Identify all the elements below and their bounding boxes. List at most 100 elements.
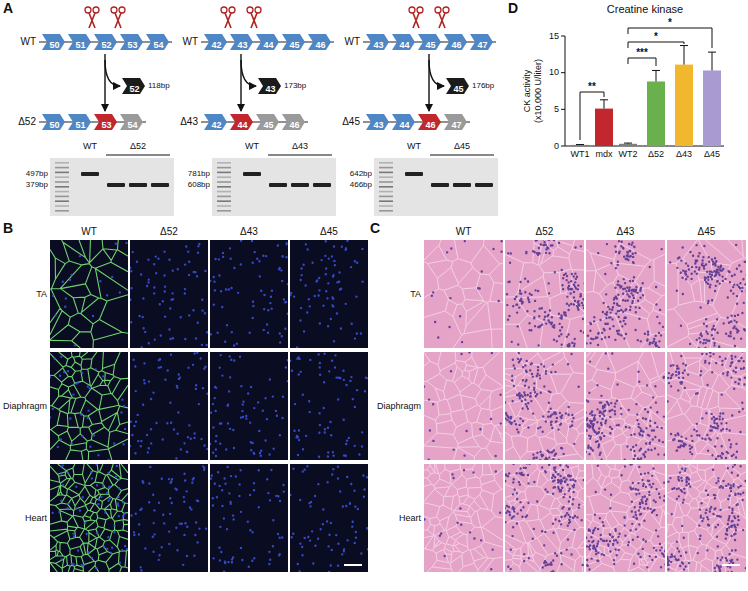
row-label: Δ43 — [180, 116, 198, 128]
immunostain-image — [130, 464, 208, 572]
exon-box: 42 — [204, 34, 227, 50]
histology-image — [424, 464, 503, 572]
lane-label: Δ43 — [292, 141, 308, 151]
row-label: Diaphragm — [377, 401, 421, 411]
immunostain-image — [210, 240, 288, 348]
fragment-size: 118bp — [148, 81, 170, 90]
exon-number: 47 — [444, 117, 467, 133]
exon-box: 46 — [282, 114, 305, 130]
scale-bar — [344, 564, 362, 566]
exon-box: 53 — [120, 34, 143, 50]
histology-image — [505, 352, 584, 460]
panel-letter: C — [370, 220, 380, 236]
exon-number: 46 — [444, 37, 467, 53]
row-label: WT — [344, 36, 360, 48]
scissors-icon — [221, 7, 235, 28]
exon-number: 52 — [122, 81, 145, 97]
category-label: Δ43 — [676, 149, 692, 159]
exon-number: 43 — [230, 37, 253, 53]
excision-arrow — [429, 60, 444, 86]
scale-bar — [722, 564, 740, 566]
tick-label: 15 — [549, 31, 559, 41]
significance-bracket — [628, 28, 712, 48]
exon-number: 50 — [42, 37, 65, 53]
exon-number: 43 — [258, 81, 281, 97]
histology-image — [505, 464, 584, 572]
exon-box: 46 — [444, 34, 467, 50]
exon-number: 45 — [282, 37, 305, 53]
gel-image — [212, 155, 336, 216]
exon-number: 44 — [392, 117, 415, 133]
tick-label: 0 — [554, 141, 559, 151]
row-label: TA — [36, 289, 47, 299]
scissors-icon — [111, 7, 125, 28]
immunostain-image — [50, 464, 128, 572]
fragment-size: 176bp — [472, 81, 494, 90]
bar-chart — [561, 28, 724, 146]
histology-image — [667, 352, 746, 460]
fragment-size: 173bp — [284, 81, 306, 90]
band-size: 497bp — [26, 169, 48, 178]
histology-image — [586, 464, 665, 572]
exon-box: 44 — [392, 34, 415, 50]
band-size: 608bp — [188, 180, 210, 189]
exon-number: 45 — [256, 117, 279, 133]
panel-letter: B — [3, 220, 13, 236]
row-label: Heart — [25, 513, 47, 523]
row-label: Δ52 — [18, 116, 36, 128]
tick-label: 5 — [554, 104, 559, 114]
exon-box: 43 — [230, 34, 253, 50]
tick-label: 10 — [549, 67, 559, 77]
category-label: Δ45 — [704, 149, 720, 159]
category-label: WT2 — [619, 149, 638, 159]
exon-box: 45 — [282, 34, 305, 50]
exon-box: 52 — [122, 78, 145, 94]
lane-label: WT — [83, 141, 97, 151]
band-size: 781bp — [188, 169, 210, 178]
exon-number: 46 — [308, 37, 331, 53]
exon-box: 44 — [230, 114, 253, 130]
exon-number: 45 — [418, 37, 441, 53]
histology-image — [586, 352, 665, 460]
exon-number: 42 — [204, 117, 227, 133]
immunostain-image — [290, 240, 368, 348]
exon-box: 52 — [94, 34, 117, 50]
exon-box: 47 — [470, 34, 493, 50]
exon-number: 44 — [230, 117, 253, 133]
row-label: Diaphragm — [3, 401, 47, 411]
column-header: Δ43 — [240, 226, 258, 238]
scissors-icon — [247, 7, 261, 28]
category-label: WT1 — [571, 149, 590, 159]
exon-box: 46 — [308, 34, 331, 50]
scissors-icon — [85, 7, 99, 28]
immunostain-image — [50, 352, 128, 460]
gel-image — [374, 155, 498, 216]
chart-title: Creatine kinase — [607, 3, 683, 16]
exon-number: 46 — [418, 117, 441, 133]
exon-box: 54 — [120, 114, 143, 130]
exon-box: 54 — [146, 34, 169, 50]
histology-image — [667, 464, 746, 572]
exon-number: 54 — [146, 37, 169, 53]
exon-box: 44 — [392, 114, 415, 130]
lane-label: WT — [245, 141, 259, 151]
exon-box: 44 — [256, 34, 279, 50]
gene-schematic — [363, 7, 496, 122]
column-header: Δ45 — [320, 226, 338, 238]
immunostain-image — [130, 240, 208, 348]
histology-image — [586, 240, 665, 348]
significance-mark: ** — [588, 81, 596, 93]
band-size: 379bp — [26, 180, 48, 189]
histology-image — [505, 240, 584, 348]
exon-box: 50 — [42, 34, 65, 50]
significance-mark: * — [654, 31, 658, 43]
exon-number: 52 — [94, 37, 117, 53]
row-label: TA — [410, 289, 421, 299]
panel-letter: D — [508, 0, 518, 16]
immunostain-image — [210, 352, 288, 460]
column-header: Δ52 — [536, 226, 554, 238]
row-label: Δ45 — [342, 116, 360, 128]
exon-box: 51 — [68, 34, 91, 50]
band-size: 642bp — [350, 169, 372, 178]
